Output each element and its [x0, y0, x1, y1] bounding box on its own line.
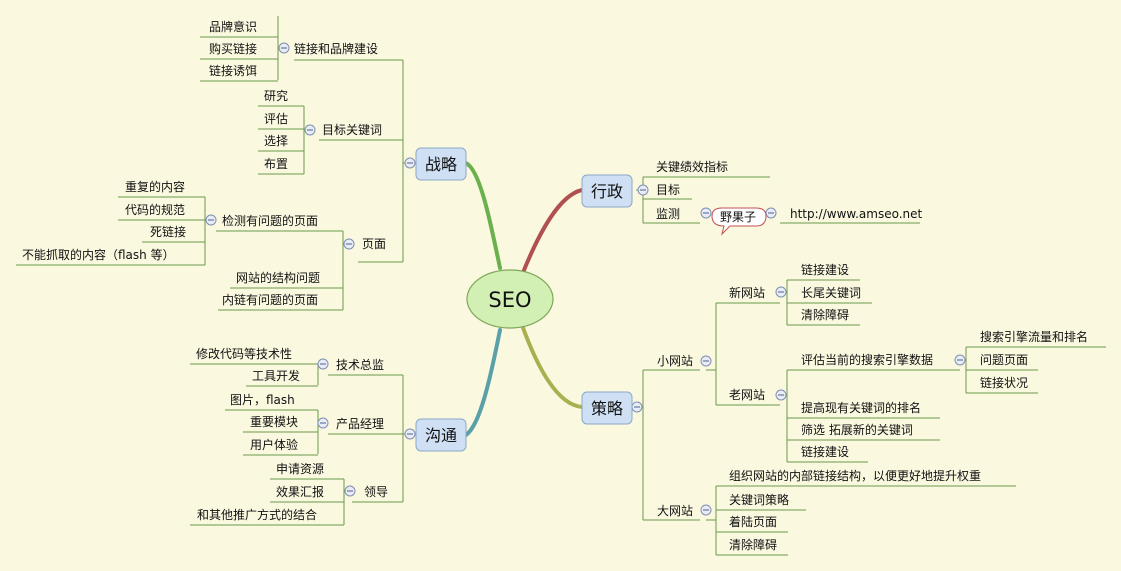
large-site-item[interactable]: 清除障碍 [729, 537, 777, 552]
collapse-icons[interactable] [205, 42, 966, 516]
callout-yeguozi[interactable]: 野果子 [711, 207, 767, 236]
keyword-item[interactable]: 选择 [264, 134, 288, 148]
node-zhanlue[interactable]: 战略 [415, 147, 467, 181]
collapse-icon[interactable] [700, 355, 712, 367]
collapse-icon[interactable] [404, 157, 416, 169]
collapse-icon[interactable] [343, 238, 355, 250]
problem-item[interactable]: 重复的内容 [125, 179, 185, 194]
assess-label[interactable]: 评估当前的搜索引擎数据 [801, 352, 933, 367]
large-site-item[interactable]: 着陆页面 [729, 514, 777, 529]
new-site-label[interactable]: 新网站 [729, 285, 765, 300]
node-xingzheng-label: 行政 [591, 182, 623, 201]
collapse-icon[interactable] [631, 401, 643, 413]
connector-celue [520, 323, 584, 409]
page-problem-label[interactable]: 检测有问题的页面 [222, 213, 318, 228]
keyword-item[interactable]: 评估 [264, 112, 288, 126]
assess-item[interactable]: 问题页面 [980, 353, 1028, 367]
new-site-item[interactable]: 清除障碍 [801, 307, 849, 322]
tech-item[interactable]: 工具开发 [252, 368, 300, 383]
collapse-icon[interactable] [775, 389, 787, 401]
collapse-icon[interactable] [304, 124, 316, 136]
pm-item[interactable]: 图片，flash [230, 393, 295, 407]
collapse-icon[interactable] [317, 358, 329, 370]
collapse-icon[interactable] [954, 354, 966, 366]
node-goutong-label: 沟通 [425, 426, 457, 445]
small-site-label[interactable]: 小网站 [657, 354, 693, 368]
old-site-item[interactable]: 筛选 拓展新的关键词 [801, 422, 913, 437]
keyword-item[interactable]: 布置 [264, 157, 288, 171]
monitor-label[interactable]: 监测 [656, 207, 680, 221]
connector-xingzheng [520, 188, 584, 277]
node-celue-label: 策略 [591, 399, 623, 418]
pm-item[interactable]: 重要模块 [250, 415, 298, 429]
pm-item[interactable]: 用户体验 [250, 437, 298, 452]
page-item[interactable]: 内链有问题的页面 [222, 292, 318, 307]
section-brand-label[interactable]: 链接和品牌建设 [294, 41, 378, 56]
node-xingzheng[interactable]: 行政 [581, 174, 633, 208]
callout-label: 野果子 [720, 210, 756, 224]
new-site-item[interactable]: 链接建设 [801, 262, 849, 277]
monitor-url[interactable]: http://www.amseo.net [790, 207, 923, 221]
problem-item[interactable]: 死链接 [150, 224, 186, 239]
leaf-labels: 链接和品牌建设 品牌意识 购买链接 链接诱饵 目标关键词 研究 评估 选择 布置… [22, 19, 1088, 552]
new-site-item[interactable]: 长尾关键词 [801, 286, 861, 300]
keyword-item[interactable]: 研究 [264, 88, 288, 103]
old-site-item[interactable]: 提高现有关键词的排名 [801, 400, 921, 415]
node-zhanlue-label: 战略 [425, 155, 457, 174]
assess-item[interactable]: 链接状况 [980, 375, 1028, 390]
section-pm-label[interactable]: 产品经理 [336, 417, 384, 431]
connector-goutong [464, 328, 502, 437]
center-label: SEO [488, 288, 531, 312]
collapse-icon[interactable] [700, 207, 712, 219]
large-site-item[interactable]: 组织网站的内部链接结构，以便更好地提升权重 [729, 468, 981, 483]
problem-item[interactable]: 不能抓取的内容（flash 等） [22, 247, 175, 262]
old-site-label[interactable]: 老网站 [729, 388, 765, 402]
assess-item[interactable]: 搜索引擎流量和排名 [980, 329, 1088, 344]
xingzheng-item[interactable]: 关键绩效指标 [656, 159, 728, 174]
lead-item[interactable]: 申请资源 [276, 462, 324, 476]
brand-item[interactable]: 品牌意识 [209, 19, 257, 34]
collapse-icon[interactable] [404, 428, 416, 440]
connector-zhanlue [464, 161, 502, 270]
collapse-icon[interactable] [278, 42, 290, 54]
section-page-label[interactable]: 页面 [362, 237, 386, 251]
tech-item[interactable]: 修改代码等技术性 [196, 346, 292, 361]
lead-item[interactable]: 和其他推广方式的结合 [197, 507, 317, 522]
collapse-icon[interactable] [775, 286, 787, 298]
brand-item[interactable]: 链接诱饵 [209, 63, 257, 78]
center-node[interactable]: SEO [466, 269, 554, 329]
collapse-icon[interactable] [700, 504, 712, 516]
section-lead-label[interactable]: 领导 [364, 485, 388, 499]
xingzheng-item[interactable]: 目标 [656, 183, 680, 197]
collapse-icon[interactable] [765, 207, 777, 219]
brand-item[interactable]: 购买链接 [209, 41, 257, 56]
collapse-icon[interactable] [344, 485, 356, 497]
node-celue[interactable]: 策略 [581, 391, 633, 425]
lead-item[interactable]: 效果汇报 [276, 484, 324, 499]
node-goutong[interactable]: 沟通 [415, 418, 467, 452]
large-site-label[interactable]: 大网站 [657, 504, 693, 518]
collapse-icon[interactable] [205, 214, 217, 226]
problem-item[interactable]: 代码的规范 [125, 202, 185, 217]
section-tech-label[interactable]: 技术总监 [336, 358, 384, 372]
page-item[interactable]: 网站的结构问题 [236, 270, 320, 285]
collapse-icon[interactable] [637, 184, 649, 196]
large-site-item[interactable]: 关键词策略 [729, 492, 789, 507]
collapse-icon[interactable] [317, 417, 329, 429]
section-keyword-label[interactable]: 目标关键词 [322, 123, 382, 137]
old-site-item[interactable]: 链接建设 [801, 444, 849, 459]
tree-lines [16, 16, 1106, 556]
